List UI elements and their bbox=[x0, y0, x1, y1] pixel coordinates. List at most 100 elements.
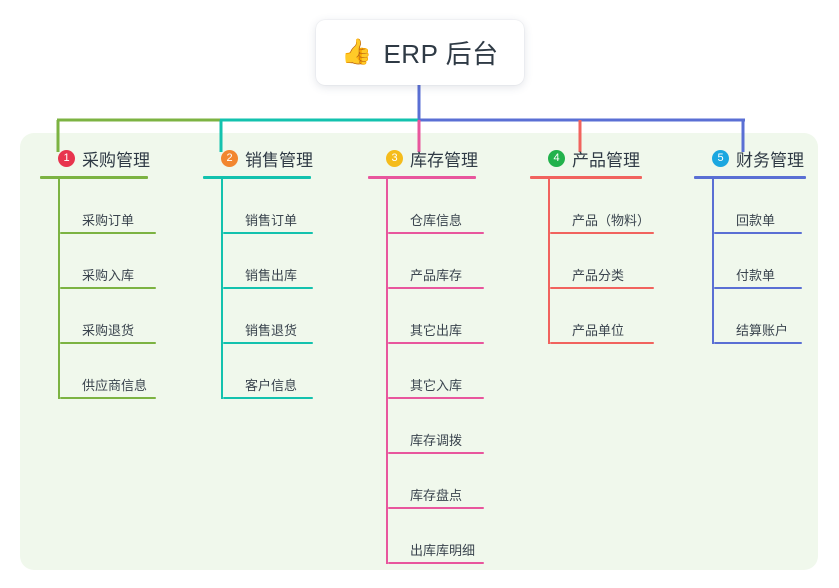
branch-item[interactable]: 付款单 bbox=[712, 234, 806, 289]
branch-header-3[interactable]: 3 库存管理 bbox=[368, 145, 478, 171]
branch-item-label: 采购退货 bbox=[82, 323, 135, 338]
branch-title-3: 库存管理 bbox=[410, 150, 478, 170]
branch-item-label: 仓库信息 bbox=[410, 213, 463, 228]
branch-item[interactable]: 采购入库 bbox=[58, 234, 156, 289]
branch-item-underline bbox=[60, 232, 156, 234]
branch-spine-3 bbox=[386, 179, 388, 564]
branch-spine-4 bbox=[548, 179, 550, 344]
branch-column-5: 5 财务管理回款单付款单结算账户 bbox=[694, 145, 806, 344]
branch-header-4[interactable]: 4 产品管理 bbox=[530, 145, 650, 171]
branch-item[interactable]: 销售订单 bbox=[221, 179, 313, 234]
branch-item-underline bbox=[388, 397, 484, 399]
branch-item-label: 产品库存 bbox=[410, 268, 463, 283]
branch-item-label: 结算账户 bbox=[736, 323, 789, 338]
branch-items-2: 销售订单销售出库销售退货客户信息 bbox=[203, 179, 313, 399]
branch-column-1: 1 采购管理采购订单采购入库采购退货供应商信息 bbox=[40, 145, 156, 399]
branch-item[interactable]: 库存盘点 bbox=[386, 454, 484, 509]
branch-item[interactable]: 销售出库 bbox=[221, 234, 313, 289]
branch-badge-4: 4 bbox=[548, 149, 565, 167]
branch-item[interactable]: 客户信息 bbox=[221, 344, 313, 399]
branch-items-3: 仓库信息产品库存其它出库其它入库库存调拨库存盘点出库库明细 bbox=[368, 179, 484, 564]
branch-item[interactable]: 产品单位 bbox=[548, 289, 654, 344]
root-node[interactable]: 👍 ERP 后台 bbox=[316, 20, 524, 85]
branch-item-label: 付款单 bbox=[736, 268, 776, 283]
branch-item-underline bbox=[388, 452, 484, 454]
branch-item[interactable]: 采购订单 bbox=[58, 179, 156, 234]
branch-item[interactable]: 出库库明细 bbox=[386, 509, 484, 564]
branch-column-3: 3 库存管理仓库信息产品库存其它出库其它入库库存调拨库存盘点出库库明细 bbox=[368, 145, 484, 564]
branch-item-underline bbox=[223, 232, 313, 234]
branch-title-4: 产品管理 bbox=[572, 150, 640, 170]
branch-column-2: 2 销售管理销售订单销售出库销售退货客户信息 bbox=[203, 145, 313, 399]
branch-item-label: 库存调拨 bbox=[410, 433, 463, 448]
branch-item-label: 销售退货 bbox=[245, 323, 298, 338]
branch-item-underline bbox=[550, 342, 654, 344]
branch-item-label: 产品分类 bbox=[572, 268, 625, 283]
branch-item[interactable]: 其它出库 bbox=[386, 289, 484, 344]
branch-title-2: 销售管理 bbox=[245, 150, 313, 170]
branch-item[interactable]: 库存调拨 bbox=[386, 399, 484, 454]
branch-item-label: 客户信息 bbox=[245, 378, 298, 393]
branch-item-label: 回款单 bbox=[736, 213, 776, 228]
branch-item-underline bbox=[550, 232, 654, 234]
branch-item-label: 采购订单 bbox=[82, 213, 135, 228]
branch-item[interactable]: 产品库存 bbox=[386, 234, 484, 289]
branch-item-underline bbox=[388, 507, 484, 509]
branch-badge-3: 3 bbox=[386, 149, 403, 167]
branch-item-label: 销售出库 bbox=[245, 268, 298, 283]
branch-item[interactable]: 其它入库 bbox=[386, 344, 484, 399]
branch-item[interactable]: 结算账户 bbox=[712, 289, 806, 344]
branch-item-underline bbox=[388, 342, 484, 344]
branch-item[interactable]: 产品（物料） bbox=[548, 179, 654, 234]
branch-item-label: 产品（物料） bbox=[572, 213, 651, 228]
branch-item-underline bbox=[223, 397, 313, 399]
branch-item-label: 供应商信息 bbox=[82, 378, 148, 393]
branch-items-1: 采购订单采购入库采购退货供应商信息 bbox=[40, 179, 156, 399]
branch-item-label: 出库库明细 bbox=[410, 543, 476, 558]
branch-item-underline bbox=[388, 232, 484, 234]
branch-underline-1 bbox=[40, 176, 148, 179]
branch-item-underline bbox=[223, 342, 313, 344]
branch-title-1: 采购管理 bbox=[82, 150, 150, 170]
branch-items-4: 产品（物料） 产品分类产品单位 bbox=[530, 179, 654, 344]
branch-item-underline bbox=[60, 397, 156, 399]
branch-item[interactable]: 产品分类 bbox=[548, 234, 654, 289]
branch-spine-1 bbox=[58, 179, 60, 399]
branch-item-underline bbox=[60, 287, 156, 289]
root-title: ERP 后台 bbox=[383, 39, 499, 69]
branch-item-underline bbox=[714, 232, 802, 234]
branch-item-label: 销售订单 bbox=[245, 213, 298, 228]
branch-item-label: 产品单位 bbox=[572, 323, 625, 338]
branch-item-underline bbox=[550, 287, 654, 289]
branch-badge-1: 1 bbox=[58, 149, 75, 167]
branch-underline-3 bbox=[368, 176, 476, 179]
branch-underline-4 bbox=[530, 176, 642, 179]
branch-item-label: 库存盘点 bbox=[410, 488, 463, 503]
branches-panel bbox=[20, 133, 818, 570]
branch-item[interactable]: 仓库信息 bbox=[386, 179, 484, 234]
branch-item-underline bbox=[714, 342, 802, 344]
branch-header-5[interactable]: 5 财务管理 bbox=[694, 145, 806, 171]
branch-item-underline bbox=[388, 562, 484, 564]
thumbs-up-icon: 👍 bbox=[341, 38, 373, 66]
branch-spine-5 bbox=[712, 179, 714, 344]
branch-item-underline bbox=[388, 287, 484, 289]
branch-item-underline bbox=[60, 342, 156, 344]
branch-item[interactable]: 回款单 bbox=[712, 179, 806, 234]
branch-underline-2 bbox=[203, 176, 311, 179]
branch-item[interactable]: 销售退货 bbox=[221, 289, 313, 344]
branch-item-underline bbox=[223, 287, 313, 289]
branch-item-label: 其它出库 bbox=[410, 323, 463, 338]
branch-item[interactable]: 供应商信息 bbox=[58, 344, 156, 399]
branch-underline-5 bbox=[694, 176, 806, 179]
branch-title-5: 财务管理 bbox=[736, 150, 804, 170]
branch-item[interactable]: 采购退货 bbox=[58, 289, 156, 344]
branch-badge-5: 5 bbox=[712, 149, 729, 167]
branch-spine-2 bbox=[221, 179, 223, 399]
branch-item-underline bbox=[714, 287, 802, 289]
branch-header-1[interactable]: 1 采购管理 bbox=[40, 145, 150, 171]
branch-badge-2: 2 bbox=[221, 149, 238, 167]
branch-header-2[interactable]: 2 销售管理 bbox=[203, 145, 313, 171]
branch-column-4: 4 产品管理产品（物料） 产品分类产品单位 bbox=[530, 145, 654, 344]
